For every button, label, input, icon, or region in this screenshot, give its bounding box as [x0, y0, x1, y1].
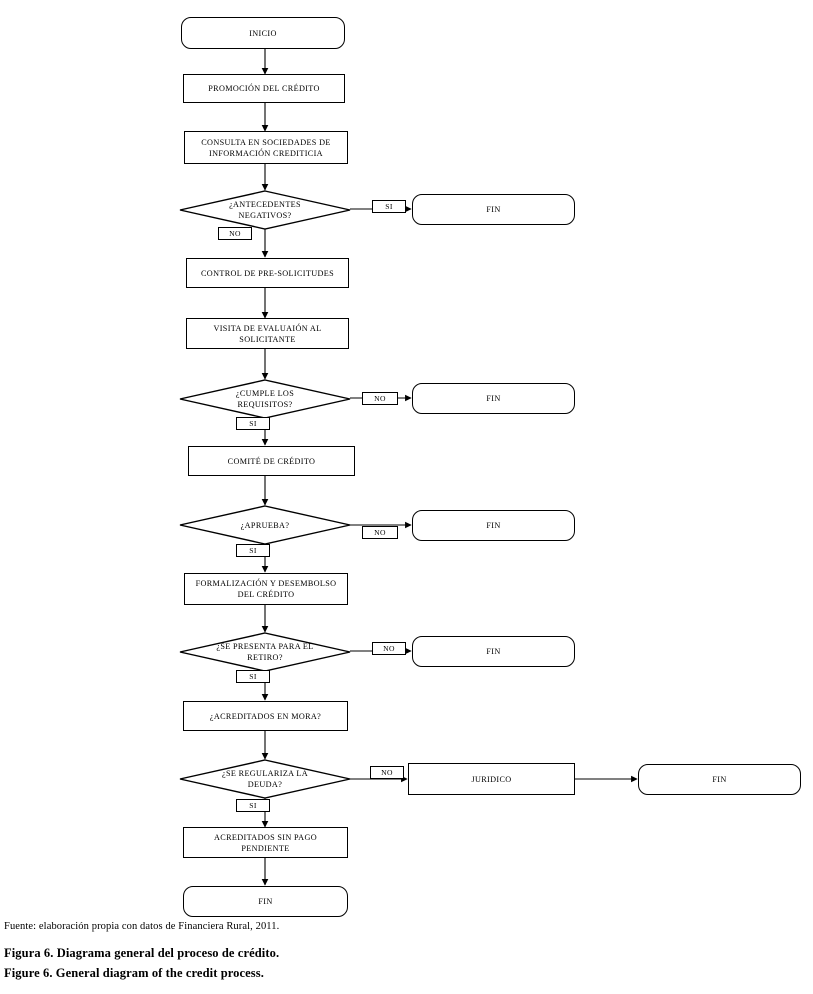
node-fin-requisitos: FIN — [412, 383, 575, 414]
node-fin-aprueba: FIN — [412, 510, 575, 541]
node-label: VISITA DE EVALUAIÓN AL SOLICITANTE — [213, 323, 322, 344]
node-label: CONSULTA EN SOCIEDADES DE INFORMACIÓN CR… — [201, 137, 331, 158]
node-label: ¿SE PRESENTA PARA EL RETIRO? — [216, 642, 314, 662]
node-comite-de-credito: COMITÉ DE CRÉDITO — [188, 446, 355, 476]
node-visita-de-evaluacion-al-solicitante: VISITA DE EVALUAIÓN AL SOLICITANTE — [186, 318, 349, 349]
node-label: ¿CUMPLE LOS REQUISITOS? — [235, 389, 295, 409]
node-formalizacion-y-desembolso: FORMALIZACIÓN Y DESEMBOLSO DEL CRÉDITO — [184, 573, 348, 605]
node-inicio: INICIO — [181, 17, 345, 49]
edge-tag-deuda-si: SI — [236, 799, 270, 812]
node-label: PROMOCIÓN DEL CRÉDITO — [208, 84, 320, 93]
node-acreditados-sin-pago-pendiente: ACREDITADOS SIN PAGO PENDIENTE — [183, 827, 348, 858]
edge-tag-antecedentes-no: NO — [218, 227, 252, 240]
edge-tag-requisitos-no: NO — [362, 392, 398, 405]
figure-caption-spanish: Figura 6. Diagrama general del proceso d… — [4, 946, 280, 960]
node-label: ¿APRUEBA? — [240, 520, 290, 530]
node-label: CONTROL DE PRE-SOLICITUDES — [201, 268, 334, 278]
node-juridico: JURIDICO — [408, 763, 575, 795]
node-label: INICIO — [249, 28, 277, 38]
node-acreditados-en-mora: ¿ACREDITADOS EN MORA? — [183, 701, 348, 731]
node-label: FIN — [486, 205, 501, 214]
node-label: ¿ANTECEDENTES NEGATIVOS? — [229, 200, 301, 220]
node-label: FORMALIZACIÓN Y DESEMBOLSO DEL CRÉDITO — [195, 579, 337, 599]
edge-tag-aprueba-no: NO — [362, 526, 398, 539]
node-fin-antecedentes: FIN — [412, 194, 575, 225]
edge-tag-requisitos-si: SI — [236, 417, 270, 430]
edge-tag-aprueba-si: SI — [236, 544, 270, 557]
node-fin-retiro: FIN — [412, 636, 575, 667]
node-label: ¿SE REGULARIZA LA DEUDA? — [222, 769, 308, 789]
node-label: FIN — [486, 647, 501, 656]
node-fin-juridico: FIN — [638, 764, 801, 795]
edge-tag-antecedentes-si: SI — [372, 200, 406, 213]
node-control-de-pre-solicitudes: CONTROL DE PRE-SOLICITUDES — [186, 258, 349, 288]
node-antecedentes-negativos: ¿ANTECEDENTES NEGATIVOS? — [179, 190, 351, 230]
node-label: FIN — [486, 521, 501, 530]
node-label: ACREDITADOS SIN PAGO PENDIENTE — [214, 832, 317, 853]
node-se-regulariza-la-deuda: ¿SE REGULARIZA LA DEUDA? — [179, 759, 351, 799]
node-consulta-sociedades-informacion-crediticia: CONSULTA EN SOCIEDADES DE INFORMACIÓN CR… — [184, 131, 348, 164]
edge-tag-retiro-no: NO — [372, 642, 406, 655]
edge-tag-deuda-no: NO — [370, 766, 404, 779]
figure-source-note: Fuente: elaboración propia con datos de … — [4, 921, 280, 932]
node-cumple-los-requisitos: ¿CUMPLE LOS REQUISITOS? — [179, 379, 351, 419]
figure-caption-english: Figure 6. General diagram of the credit … — [4, 966, 264, 980]
node-label: FIN — [486, 394, 501, 403]
edge-tag-retiro-si: SI — [236, 670, 270, 683]
node-label: JURIDICO — [471, 774, 512, 784]
node-label: ¿ACREDITADOS EN MORA? — [209, 711, 322, 721]
node-label: COMITÉ DE CRÉDITO — [227, 456, 316, 466]
node-label: FIN — [258, 897, 273, 906]
node-fin-final: FIN — [183, 886, 348, 917]
node-se-presenta-para-el-retiro: ¿SE PRESENTA PARA EL RETIRO? — [179, 632, 351, 672]
node-aprueba: ¿APRUEBA? — [179, 505, 351, 545]
node-label: FIN — [712, 775, 727, 784]
node-promocion-del-credito: PROMOCIÓN DEL CRÉDITO — [183, 74, 345, 103]
